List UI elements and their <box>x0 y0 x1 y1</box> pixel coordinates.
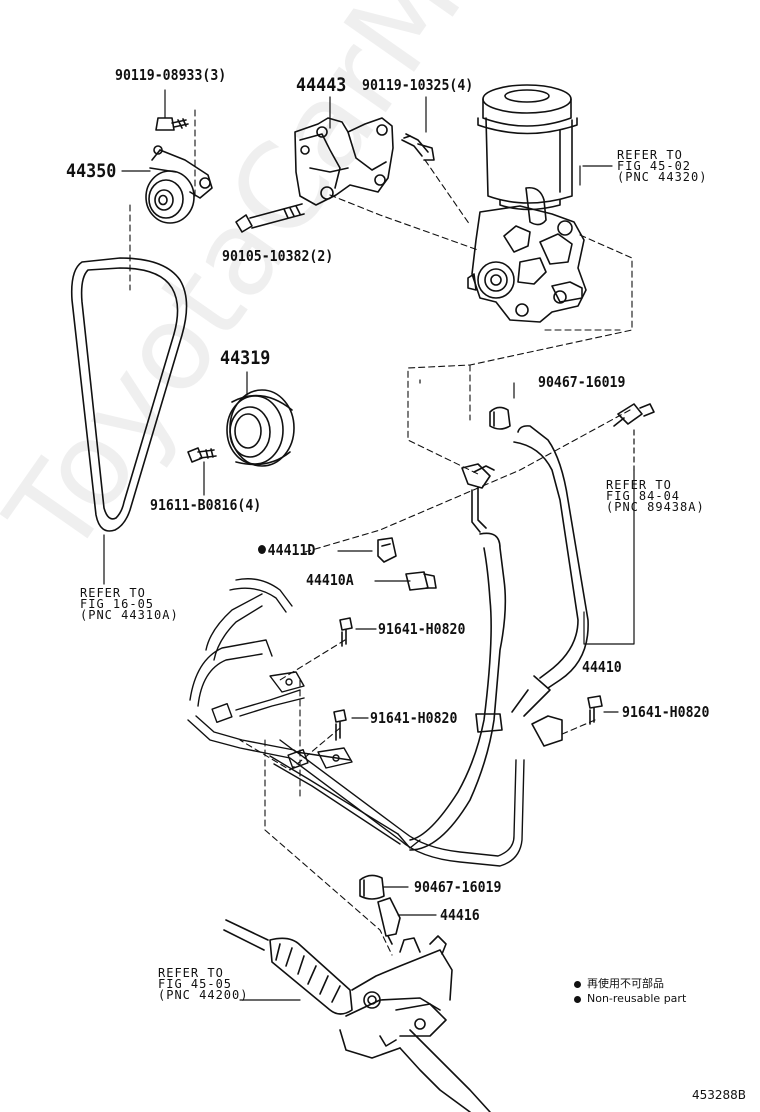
bullet-icon <box>574 980 581 988</box>
steering-gear <box>223 919 491 1112</box>
label-44411d-text: 44411D <box>267 541 316 559</box>
return-hose <box>511 425 589 747</box>
label-90119-08933: 90119-08933(3) <box>115 66 227 84</box>
clamp-bottom <box>359 874 385 900</box>
steel-lines <box>187 578 525 867</box>
pressure-switch <box>613 403 655 427</box>
legend-row-japanese: 再使用不可部品 <box>574 976 686 991</box>
ref-fig-84-04[interactable]: REFER TO FIG 84-04 (PNC 89438A) <box>606 478 705 514</box>
label-90467-16019-bottom: 90467-16019 <box>414 878 502 896</box>
diagram-code: 453288B <box>691 1088 746 1102</box>
bolt-90119-10325 <box>401 133 435 161</box>
label-44416: 44416 <box>440 906 480 924</box>
ref-fig-45-02[interactable]: REFER TO FIG 45-02 (PNC 44320) <box>617 148 708 184</box>
label-90467-16019-top: 90467-16019 <box>538 373 626 391</box>
idler-pulley <box>145 145 213 224</box>
bolt-91641-h0820-a <box>339 617 353 647</box>
leader-lines <box>103 89 635 1001</box>
label-44350: 44350 <box>66 160 117 182</box>
non-reusable-dot-icon <box>258 545 266 554</box>
bolt-91611-b0816 <box>187 447 217 463</box>
bolt-90105-10382 <box>235 203 305 233</box>
legend-japanese: 再使用不可部品 <box>587 977 664 990</box>
label-91641-h0820-b: 91641-H0820 <box>370 709 458 727</box>
union-44416 <box>377 897 401 945</box>
label-44410a: 44410A <box>306 571 354 589</box>
pressure-hose <box>409 463 507 851</box>
bullet-icon <box>574 995 581 1003</box>
legend: 再使用不可部品 Non-reusable part <box>574 976 686 1006</box>
ref-fig-45-05[interactable]: REFER TO FIG 45-05 (PNC 44200) <box>158 966 249 1002</box>
pump-pulley <box>226 389 295 467</box>
pump-body <box>467 205 587 323</box>
legend-row-english: Non-reusable part <box>574 991 686 1006</box>
union-bolt-44410a <box>405 571 437 591</box>
drive-belt <box>70 257 188 532</box>
bolt-91641-h0820-c <box>587 695 603 725</box>
bolt-91641-h0820-b <box>333 709 347 741</box>
legend-english: Non-reusable part <box>587 992 687 1005</box>
bolt-90119-08933 <box>155 117 189 131</box>
reservoir <box>477 84 578 226</box>
label-91611-b0816: 91611-B0816(4) <box>150 496 262 514</box>
label-44443: 44443 <box>296 74 347 96</box>
label-91641-h0820-a: 91641-H0820 <box>378 620 466 638</box>
pump-bracket <box>294 117 394 206</box>
ref-fig-16-05[interactable]: REFER TO FIG 16-05 (PNC 44310A) <box>80 586 179 622</box>
label-44410: 44410 <box>582 658 622 676</box>
label-44411d: 44411D <box>258 541 315 559</box>
label-91641-h0820-c: 91641-H0820 <box>622 703 710 721</box>
clamp-44411d <box>377 537 397 563</box>
label-44319: 44319 <box>220 347 271 369</box>
dashed-guides <box>129 109 633 956</box>
clamp-top <box>489 406 511 430</box>
label-90105-10382: 90105-10382(2) <box>222 247 334 265</box>
label-90119-10325: 90119-10325(4) <box>362 76 474 94</box>
